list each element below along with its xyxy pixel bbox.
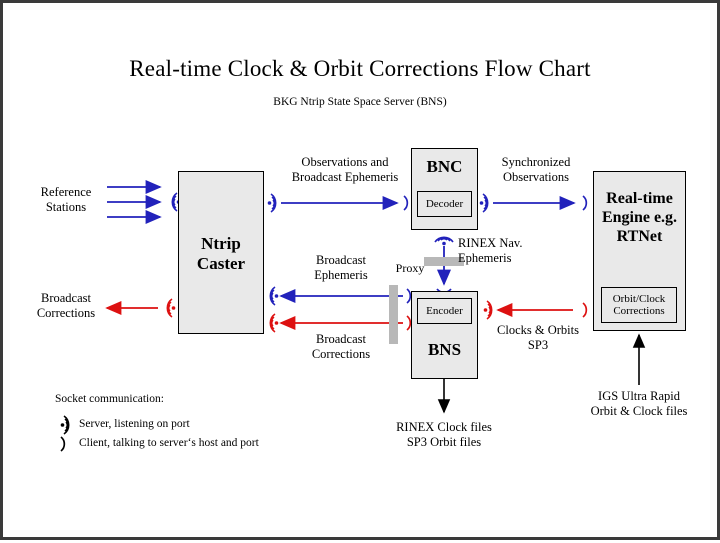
- server-antenna-icon-bns-clocks: [483, 300, 493, 320]
- legend-client-socket-icon: [60, 436, 66, 452]
- arrow-reference-stations: [107, 179, 162, 225]
- server-antenna-icon-caster-beph: [269, 286, 279, 306]
- legend-server-label: Server, listening on port: [79, 418, 190, 430]
- bns-encoder-box[interactable]: Encoder: [417, 298, 472, 324]
- label-rinex-nav-ephemeris: RINEX Nav. Ephemeris: [458, 236, 523, 266]
- server-antenna-icon-bnc-out: [479, 193, 489, 213]
- label-rinex-clock-sp3-files: RINEX Clock files SP3 Orbit files: [396, 420, 492, 450]
- ntrip-caster-box[interactable]: Ntrip Caster: [178, 171, 264, 334]
- client-socket-icon-engine-in: [582, 195, 588, 211]
- realtime-engine-label: Real-time Engine e.g. RTNet: [601, 190, 678, 245]
- server-antenna-icon-rinex-nav: [434, 236, 454, 246]
- bnc-decoder-label: Decoder: [425, 197, 464, 210]
- client-socket-icon-bns-beph: [406, 288, 412, 304]
- label-synchronized-observations: Synchronized Observations: [501, 155, 571, 185]
- client-socket-icon-bnc-in: [403, 195, 409, 211]
- legend-server-antenna-icon: [60, 415, 70, 435]
- page-subtitle: BKG Ntrip State Space Server (BNS): [273, 96, 447, 108]
- server-antenna-icon-caster-bcorr: [269, 313, 279, 333]
- bnc-label: BNC: [426, 157, 463, 176]
- label-reference-stations: Reference Stations: [40, 185, 92, 215]
- proxy-bar-horizontal: [424, 257, 464, 266]
- server-antenna-icon-caster-obs: [267, 193, 277, 213]
- page-title: Real-time Clock & Orbit Corrections Flow…: [129, 56, 591, 81]
- label-broadcast-corrections-left: Broadcast Corrections: [36, 291, 96, 321]
- proxy-bar-vertical: [389, 285, 398, 344]
- orbit-clock-corrections-label: Orbit/Clock Corrections: [612, 292, 666, 317]
- bns-label: BNS: [427, 340, 462, 359]
- label-broadcast-corrections-mid: Broadcast Corrections: [311, 332, 371, 362]
- bns-encoder-label: Encoder: [426, 304, 463, 317]
- label-igs-ultra-rapid: IGS Ultra Rapid Orbit & Clock files: [590, 389, 688, 419]
- label-observations-broadcast-ephemeris: Observations and Broadcast Ephemeris: [291, 155, 399, 185]
- legend-heading: Socket communication:: [55, 393, 164, 405]
- legend-client-label: Client, talking to server‘s host and por…: [79, 437, 259, 449]
- ntrip-caster-label: Ntrip Caster: [196, 234, 246, 274]
- orbit-clock-corrections-box[interactable]: Orbit/Clock Corrections: [601, 287, 677, 323]
- label-broadcast-ephemeris: Broadcast Ephemeris: [314, 253, 368, 283]
- client-socket-icon-bns-bcorr: [406, 315, 412, 331]
- client-socket-icon-engine-clocks: [582, 302, 588, 318]
- label-clocks-orbits-sp3: Clocks & Orbits SP3: [497, 323, 579, 353]
- bnc-decoder-box[interactable]: Decoder: [417, 191, 472, 217]
- bnc-box[interactable]: BNC: [411, 148, 478, 230]
- server-antenna-icon-caster-out: [166, 298, 176, 318]
- label-proxy: Proxy: [395, 261, 425, 275]
